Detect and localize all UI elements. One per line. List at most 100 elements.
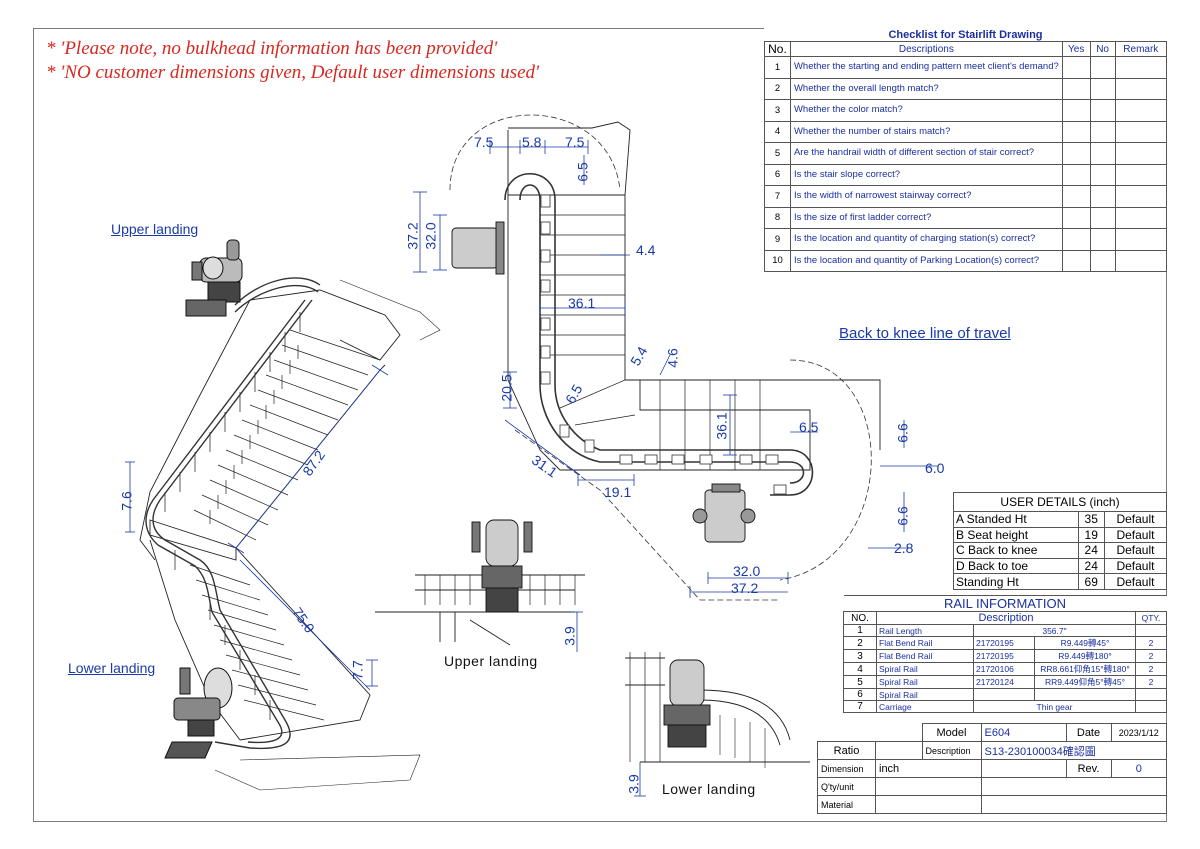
- user-detail-value: 19: [1077, 526, 1105, 544]
- checklist-item: Whether the number of stairs match?: [789, 120, 1063, 143]
- rail-row-no: 2: [843, 636, 877, 650]
- rail-row-spec: [1034, 688, 1136, 701]
- checklist-yes-cell[interactable]: [1061, 163, 1091, 186]
- checklist-no-cell[interactable]: [1089, 120, 1116, 143]
- checklist-yes-cell[interactable]: [1061, 120, 1091, 143]
- rev-value: 0: [1110, 759, 1167, 778]
- checklist-remark-cell[interactable]: [1114, 206, 1168, 229]
- user-detail-label: B Seat height: [953, 526, 1079, 544]
- rail-row-name: Flat Bend Rail: [876, 636, 974, 650]
- upper-landing-view: [375, 519, 585, 652]
- dim-label: 37.2: [404, 222, 421, 250]
- checklist-yes-cell[interactable]: [1061, 228, 1091, 251]
- dim-label: 36.1: [568, 295, 596, 311]
- checklist-yes-cell[interactable]: [1061, 56, 1091, 79]
- checklist-no-cell[interactable]: [1089, 56, 1116, 79]
- dim-label: 7.5: [565, 134, 585, 150]
- rail-row-code: 21720106: [973, 662, 1035, 676]
- checklist-header-yes: Yes: [1061, 41, 1091, 57]
- dimension-spacer: [980, 759, 1067, 778]
- checklist-yes-cell[interactable]: [1061, 206, 1091, 229]
- dim-label: 3.9: [561, 626, 578, 646]
- checklist-remark-cell[interactable]: [1114, 228, 1168, 251]
- ratio-value: [875, 741, 923, 760]
- rail-row-no: 6: [843, 688, 877, 701]
- plan-view: [413, 114, 938, 601]
- checklist-remark-cell[interactable]: [1114, 163, 1168, 186]
- checklist-yes-cell[interactable]: [1061, 249, 1091, 272]
- checklist-no-cell[interactable]: [1089, 142, 1116, 165]
- checklist-remark-cell[interactable]: [1114, 142, 1168, 165]
- title-block: Model E604 Date 2023/1/12 Ratio Descript…: [817, 723, 1167, 814]
- checklist-item: Whether the color match?: [789, 99, 1063, 122]
- checklist-item: Is the location and quantity of Parking …: [789, 249, 1063, 272]
- dim-label: 7.5: [474, 134, 494, 150]
- user-details-title: USER DETAILS (inch): [953, 492, 1167, 512]
- dim-label: 6.5: [574, 162, 591, 182]
- ratio-label: Ratio: [817, 741, 876, 760]
- checklist-remark-cell[interactable]: [1114, 77, 1168, 100]
- checklist-no-cell[interactable]: [1089, 99, 1116, 122]
- checklist-no-cell[interactable]: [1089, 228, 1116, 251]
- checklist-remark-cell[interactable]: [1114, 185, 1168, 208]
- rail-row-name: Rail Length: [876, 624, 974, 637]
- qty-label: Q'ty/unit: [817, 777, 876, 796]
- rail-row-spec: R9.449轉45°: [1034, 636, 1136, 650]
- qty-value: [875, 777, 982, 796]
- rail-row-qty: [1135, 688, 1167, 701]
- description-value: S13-230100034確認圖: [980, 741, 1167, 760]
- checklist-item: Is the size of first ladder correct?: [789, 206, 1063, 229]
- checklist-num: 6: [764, 163, 791, 186]
- user-detail-label: C Back to knee: [953, 542, 1079, 559]
- lower-landing-label: Lower landing: [68, 660, 156, 676]
- rail-row-code: 21720195: [973, 636, 1035, 650]
- description-label: Description: [921, 741, 982, 760]
- dim-label: 2.8: [894, 540, 914, 556]
- checklist-num: 7: [764, 185, 791, 208]
- rail-header-no: NO.: [843, 611, 877, 625]
- dimension-value: inch: [875, 759, 982, 778]
- checklist-remark-cell[interactable]: [1114, 56, 1168, 79]
- checklist-yes-cell[interactable]: [1061, 185, 1091, 208]
- user-detail-label: D Back to toe: [953, 557, 1079, 575]
- rail-row-spec: RR9.449仰角5°轉45°: [1034, 675, 1136, 689]
- checklist-remark-cell[interactable]: [1114, 120, 1168, 143]
- rail-row-no: 3: [843, 649, 877, 663]
- dim-label: 5.8: [522, 134, 542, 150]
- material-spacer: [980, 795, 1167, 814]
- user-detail-note: Default: [1103, 511, 1168, 528]
- material-label: Material: [817, 795, 876, 814]
- checklist-title: Checklist for Stairlift Drawing: [764, 28, 1167, 42]
- rail-row-code: 21720195: [973, 649, 1035, 663]
- checklist-header-no-col: No: [1089, 41, 1116, 57]
- checklist-no-cell[interactable]: [1089, 77, 1116, 100]
- rail-row-spec: Thin gear: [973, 700, 1136, 713]
- checklist-num: 8: [764, 206, 791, 229]
- rail-row-spec: 356.7": [973, 624, 1136, 637]
- checklist-num: 3: [764, 99, 791, 122]
- checklist-item: Are the handrail width of different sect…: [789, 142, 1063, 165]
- rail-row-name: Spiral Rail: [876, 688, 974, 701]
- checklist-yes-cell[interactable]: [1061, 77, 1091, 100]
- back-to-knee-label: Back to knee line of travel: [839, 325, 1011, 342]
- checklist-no-cell[interactable]: [1089, 163, 1116, 186]
- checklist-no-cell[interactable]: [1089, 249, 1116, 272]
- checklist-no-cell[interactable]: [1089, 185, 1116, 208]
- checklist-yes-cell[interactable]: [1061, 99, 1091, 122]
- rail-row-name: Spiral Rail: [876, 675, 974, 689]
- checklist-item: Is the stair slope correct?: [789, 163, 1063, 186]
- checklist-header-no: No.: [764, 41, 791, 57]
- model-label: Model: [921, 723, 982, 742]
- checklist-yes-cell[interactable]: [1061, 142, 1091, 165]
- dim-label: 3.9: [625, 774, 642, 794]
- dim-label: 6.5: [799, 419, 819, 435]
- checklist-remark-cell[interactable]: [1114, 249, 1168, 272]
- drawing-frame: [33, 28, 1167, 822]
- rev-label: Rev.: [1065, 759, 1112, 778]
- rail-header-qty: QTY.: [1135, 611, 1167, 625]
- checklist-no-cell[interactable]: [1089, 206, 1116, 229]
- rail-row-qty: [1135, 624, 1167, 637]
- checklist-remark-cell[interactable]: [1114, 99, 1168, 122]
